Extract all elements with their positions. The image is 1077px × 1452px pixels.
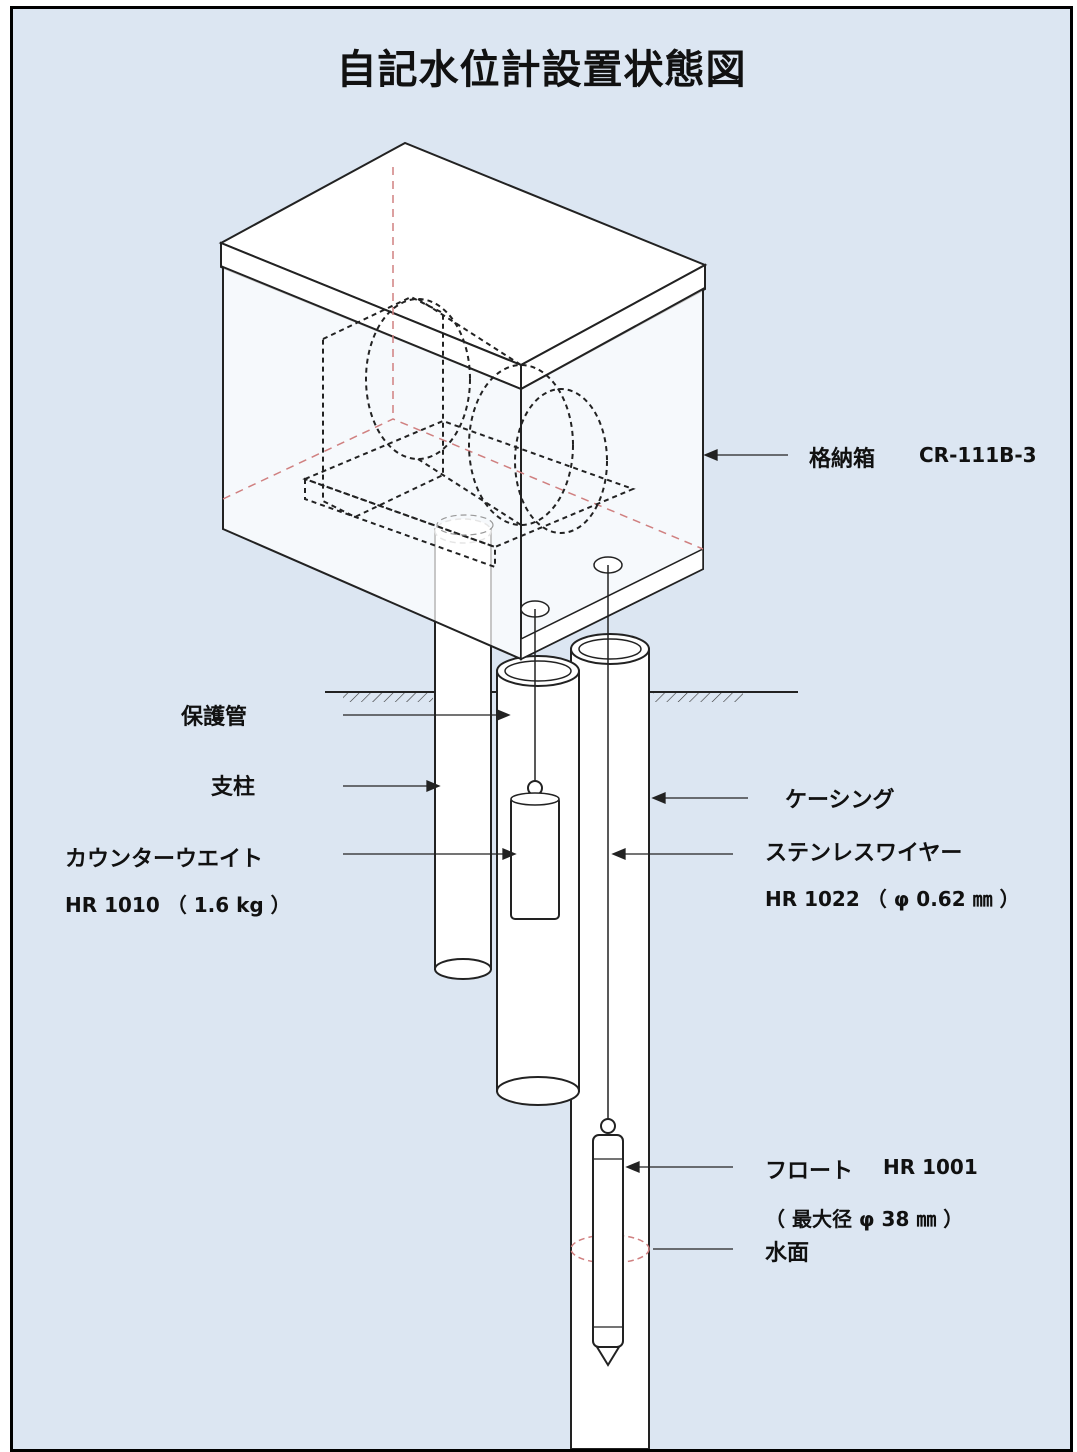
storage-box [218, 141, 708, 661]
counterweight-spec: HR 1010 （ 1.6 kg ） [65, 893, 291, 917]
installation-drawing [218, 141, 798, 1449]
water-surface-label: 水面 [765, 1241, 810, 1266]
float-label: フロート [765, 1159, 854, 1184]
wire-label: ステンレスワイヤー [765, 841, 963, 866]
wire-spec: HR 1022 （ φ 0.62 ㎜ ） [765, 887, 1020, 911]
post-label: 支柱 [211, 775, 256, 800]
casing-label: ケーシング [785, 788, 895, 813]
counterweight-label: カウンターウエイト [65, 847, 264, 872]
diagram-frame: 自記水位計設置状態図 格納箱 CR-111B-3 保護管 支柱 カウンターウエイ… [10, 6, 1073, 1452]
protective-pipe-label: 保護管 [181, 705, 248, 730]
counterweight-assembly [510, 609, 560, 920]
storage-box-label: 格納箱 [809, 447, 876, 472]
leader-arrows [343, 449, 788, 1250]
float-assembly [592, 565, 624, 1367]
float-model: HR 1001 [883, 1155, 978, 1179]
float-spec: （ 最大径 φ 38 ㎜ ） [765, 1207, 964, 1231]
storage-box-model: CR-111B-3 [919, 443, 1037, 467]
diagram-title: 自記水位計設置状態図 [336, 47, 747, 93]
